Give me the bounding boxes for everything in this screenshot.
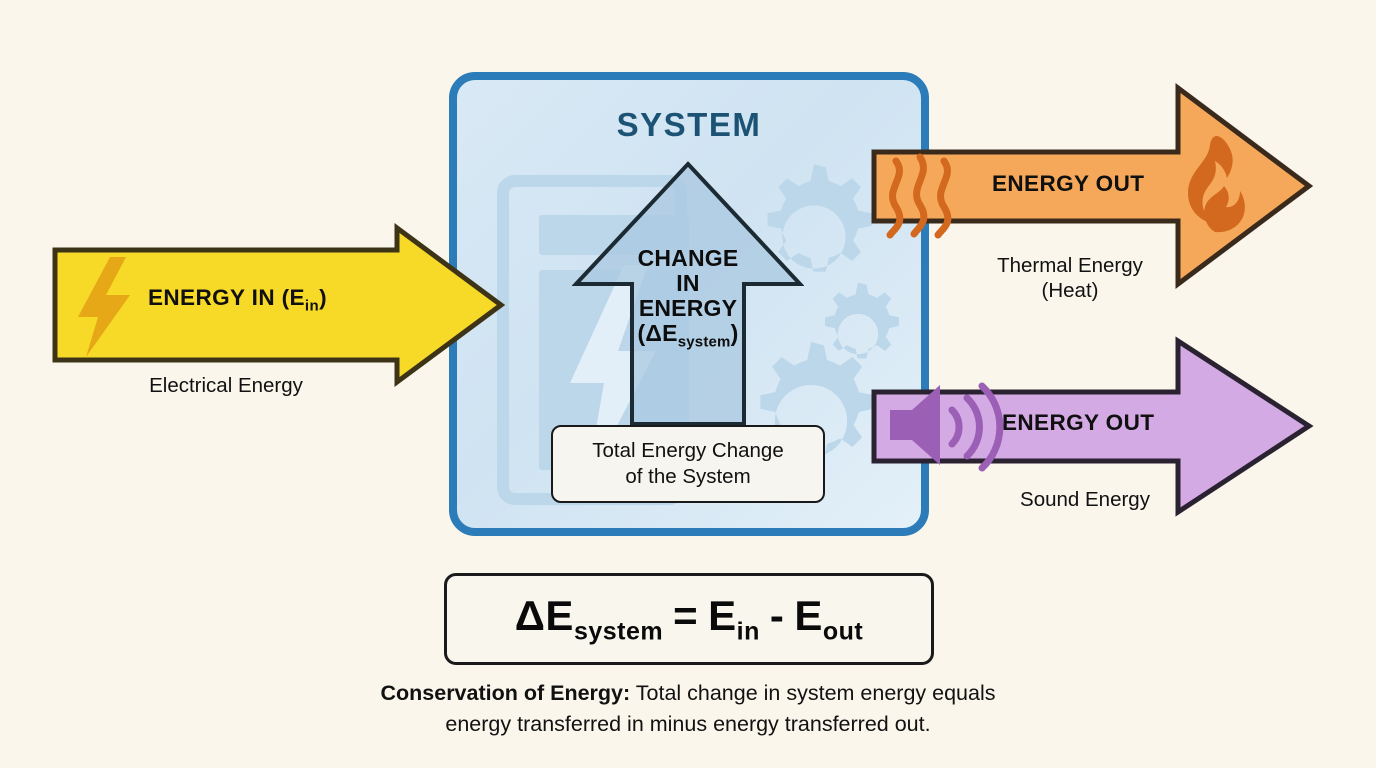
energy-out-sound-label: ENERGY OUT [1002,410,1155,435]
conservation-equation: ΔEsystem=Ein-Eout [514,591,864,646]
change-line-3: ENERGY [638,295,738,321]
caption-line-2: energy transferred in minus energy trans… [445,712,931,736]
flame-icon [1188,135,1245,233]
energy-out-thermal-label: ENERGY OUT [992,171,1145,196]
change-line-4: (ΔEsystem) [637,320,739,351]
equation-box: ΔEsystem=Ein-Eout [444,573,934,665]
heat-waves-icon [886,153,952,239]
change-line-1: CHANGE [637,245,739,271]
speaker-icon [890,382,1004,472]
system-title: SYSTEM [616,106,762,143]
change-in-energy-arrow [571,160,805,428]
callout-line-1: Total Energy Change [592,439,784,462]
energy-out-thermal-arrow: ENERGY OUT [871,83,1314,290]
caption-bold-lead: Conservation of Energy: [380,681,631,705]
energy-out-thermal-sub-label: Thermal Energy (Heat) [900,253,1240,303]
caption: Conservation of Energy: Total change in … [188,678,1188,740]
total-energy-change-callout: Total Energy Change of the System [551,425,825,503]
thermal-sub-line-1: Thermal Energy [997,254,1143,277]
energy-out-sound-sub-label: Sound Energy [1020,488,1150,511]
callout-line-2: of the System [625,465,751,488]
energy-out-sound-arrow: ENERGY OUT [871,336,1314,517]
energy-in-label: ENERGY IN (Ein) [148,285,327,315]
change-in-energy-label: CHANGE IN ENERGY (ΔEsystem) [572,246,804,355]
energy-in-sub-label: Electrical Energy [149,374,303,397]
thermal-sub-line-2: (Heat) [1041,279,1099,302]
energy-in-arrow: ENERGY IN (Ein) [52,223,506,387]
change-line-2: IN [676,270,700,296]
lightning-bolt-icon [78,257,130,357]
caption-rest-line-1: Total change in system energy equals [630,681,996,705]
